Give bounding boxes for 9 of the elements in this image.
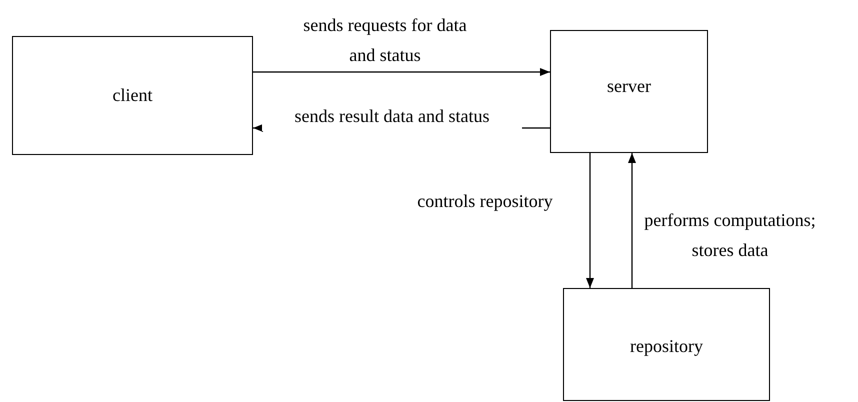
arrow <box>628 153 636 288</box>
process-box <box>12 36 253 155</box>
node-label: server <box>607 75 651 98</box>
process-box <box>550 30 708 153</box>
process-box <box>563 288 770 401</box>
node-label: client <box>112 84 152 107</box>
arrow <box>586 153 594 288</box>
arrow <box>253 68 550 76</box>
node-label: repository <box>630 335 703 358</box>
